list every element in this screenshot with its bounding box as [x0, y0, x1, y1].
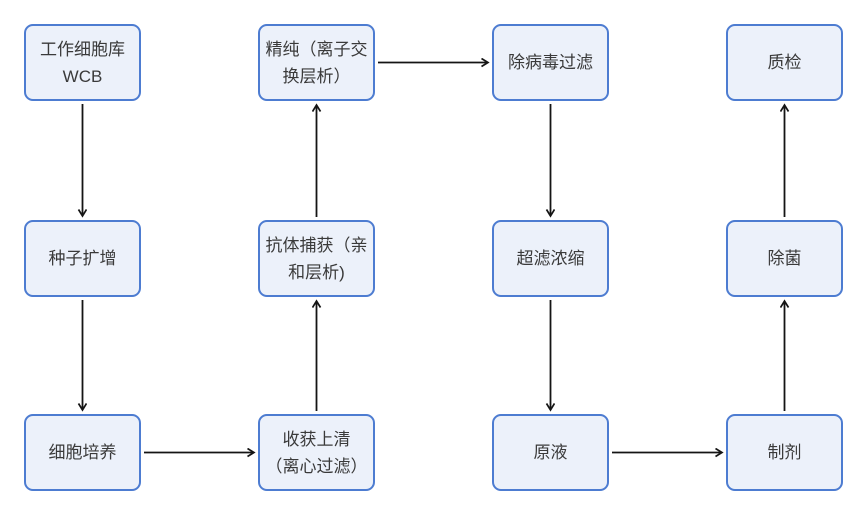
flow-node-label: 和层析) — [288, 262, 345, 282]
flow-node-label: 细胞培养 — [48, 443, 117, 462]
flow-node-label: WCB — [62, 66, 103, 86]
flow-node-label: （离心过滤） — [265, 456, 368, 476]
flow-node-seed-expansion: 种子扩增 — [24, 220, 141, 297]
flow-node-label: 质检 — [767, 53, 802, 72]
flow-node-label: 抗体捕获（亲 — [265, 235, 368, 255]
flow-node-label: 收获上清 — [282, 429, 351, 449]
flow-node-label: 除菌 — [767, 249, 802, 268]
flow-node-label: 换层析） — [282, 66, 351, 86]
flow-node-formulation: 制剂 — [726, 414, 843, 491]
flow-node-quality-check: 质检 — [726, 24, 843, 101]
flow-node-label: 超滤浓缩 — [516, 249, 585, 268]
flow-node-label: 除病毒过滤 — [508, 53, 593, 72]
flow-node-virus-filtration: 除病毒过滤 — [492, 24, 609, 101]
flow-node-label: 精纯（离子交 — [265, 39, 368, 59]
flow-node-label: 工作细胞库 — [40, 39, 125, 59]
flow-node-harvest-supernatant: 收获上清 （离心过滤） — [258, 414, 375, 491]
flow-node-working-cell-bank: 工作细胞库 WCB — [24, 24, 141, 101]
flow-node-bulk-solution: 原液 — [492, 414, 609, 491]
flow-node-label: 原液 — [533, 443, 568, 462]
flow-node-label: 种子扩增 — [48, 249, 117, 268]
flow-node-cell-culture: 细胞培养 — [24, 414, 141, 491]
flow-node-ultrafiltration: 超滤浓缩 — [492, 220, 609, 297]
flow-node-polishing: 精纯（离子交换层析） — [258, 24, 375, 101]
flow-node-antibody-capture: 抗体捕获（亲和层析) — [258, 220, 375, 297]
flow-node-sterile-filtration: 除菌 — [726, 220, 843, 297]
flow-node-label: 制剂 — [767, 443, 802, 462]
